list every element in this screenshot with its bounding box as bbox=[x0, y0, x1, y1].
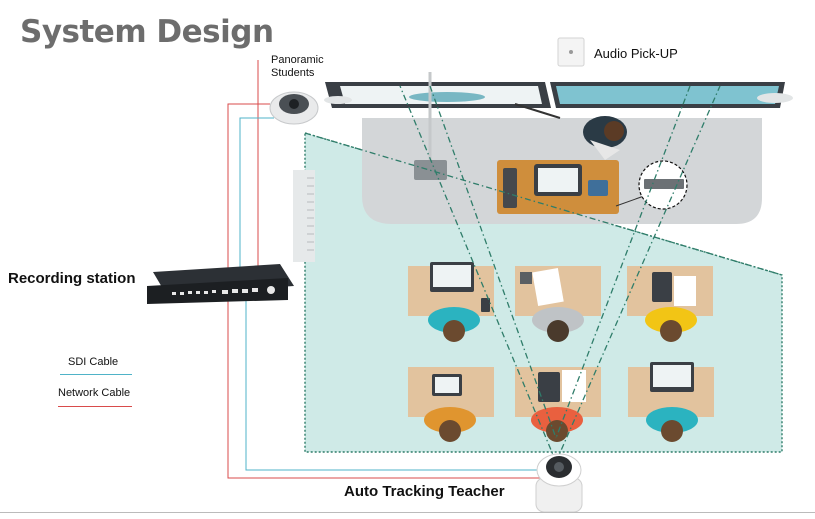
legend-network-text: Network Cable bbox=[58, 387, 131, 399]
network-switch-zoom bbox=[615, 160, 688, 210]
display-left bbox=[324, 82, 551, 108]
student-desk-3 bbox=[627, 266, 713, 342]
tracking-view-lines bbox=[304, 85, 783, 463]
display-right bbox=[550, 82, 793, 108]
tracking-camera bbox=[535, 453, 583, 513]
wall-vent bbox=[307, 177, 314, 251]
legend-network-line bbox=[58, 406, 132, 407]
recording-station-label: Recording station bbox=[8, 270, 136, 287]
student-desk-6 bbox=[628, 362, 714, 442]
student-desk-1 bbox=[408, 262, 494, 342]
student-desk-2 bbox=[515, 266, 601, 342]
recording-station-device bbox=[147, 264, 294, 304]
audio-pickup bbox=[557, 37, 585, 67]
bottom-rule bbox=[0, 512, 815, 513]
tracking-camera-label: Auto Tracking Teacher bbox=[344, 483, 505, 500]
teacher-figure bbox=[514, 103, 627, 160]
audio-pickup-label: Audio Pick-UP bbox=[594, 46, 678, 61]
teacher-desk bbox=[497, 160, 619, 214]
wall-panel bbox=[293, 170, 315, 262]
student-desk-4 bbox=[408, 367, 494, 442]
student-desk-5 bbox=[515, 367, 601, 442]
sdi-cables bbox=[239, 117, 540, 471]
legend-sdi-text: SDI Cable bbox=[68, 356, 119, 368]
legend-sdi-line bbox=[60, 374, 132, 375]
page-title: System Design bbox=[20, 14, 274, 50]
panoramic-camera bbox=[269, 91, 319, 125]
panoramic-label: Panoramic Students bbox=[271, 54, 324, 79]
